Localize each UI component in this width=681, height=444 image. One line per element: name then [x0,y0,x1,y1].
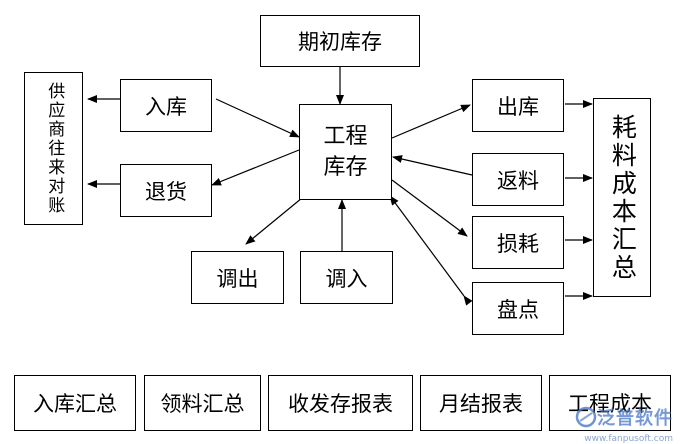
consumption-cost-summary-text: 耗料成本汇总 [608,113,638,282]
report-monthly-closing: 月结报表 [420,375,542,431]
node-stock-check: 盘点 [472,282,564,335]
node-inbound: 入库 [120,79,212,132]
brand-logo-icon [575,406,597,428]
supplier-reconciliation-text: 供应商往来对账 [44,82,65,215]
node-supplier-reconciliation: 供应商往来对账 [24,72,83,225]
arrow-project-to-outbound [391,104,471,139]
arrow-return-material-to-project [392,155,473,176]
report-inbound-summary: 入库汇总 [14,375,136,431]
arrow-project-to-transfer-out [245,197,303,245]
node-loss: 损耗 [472,216,564,269]
report-receive-issue-stock: 收发存报表 [268,375,413,431]
node-transfer-in: 调入 [300,251,393,304]
report-material-requisition-summary: 领料汇总 [144,375,261,431]
node-project-inventory: 工程 库存 [299,104,392,200]
node-consumption-cost-summary: 耗料成本汇总 [593,98,651,297]
watermark-logo: 泛普软件 [575,404,673,430]
report-project-cost: 工程成本 [549,375,671,431]
node-transfer-out: 调出 [191,251,284,304]
arrow-stock-check-project [389,195,473,306]
node-return-material: 返料 [472,153,564,206]
arrow-project-to-return [211,149,300,186]
watermark-url: www.fanpusoft.com [584,434,673,444]
arrow-inbound-to-project [215,98,300,138]
node-outbound: 出库 [472,79,564,132]
watermark-brand: 泛普软件 [597,408,673,429]
node-return-goods: 退货 [120,164,212,217]
node-opening-inventory: 期初库存 [260,15,420,67]
arrow-project-to-loss [391,179,468,237]
